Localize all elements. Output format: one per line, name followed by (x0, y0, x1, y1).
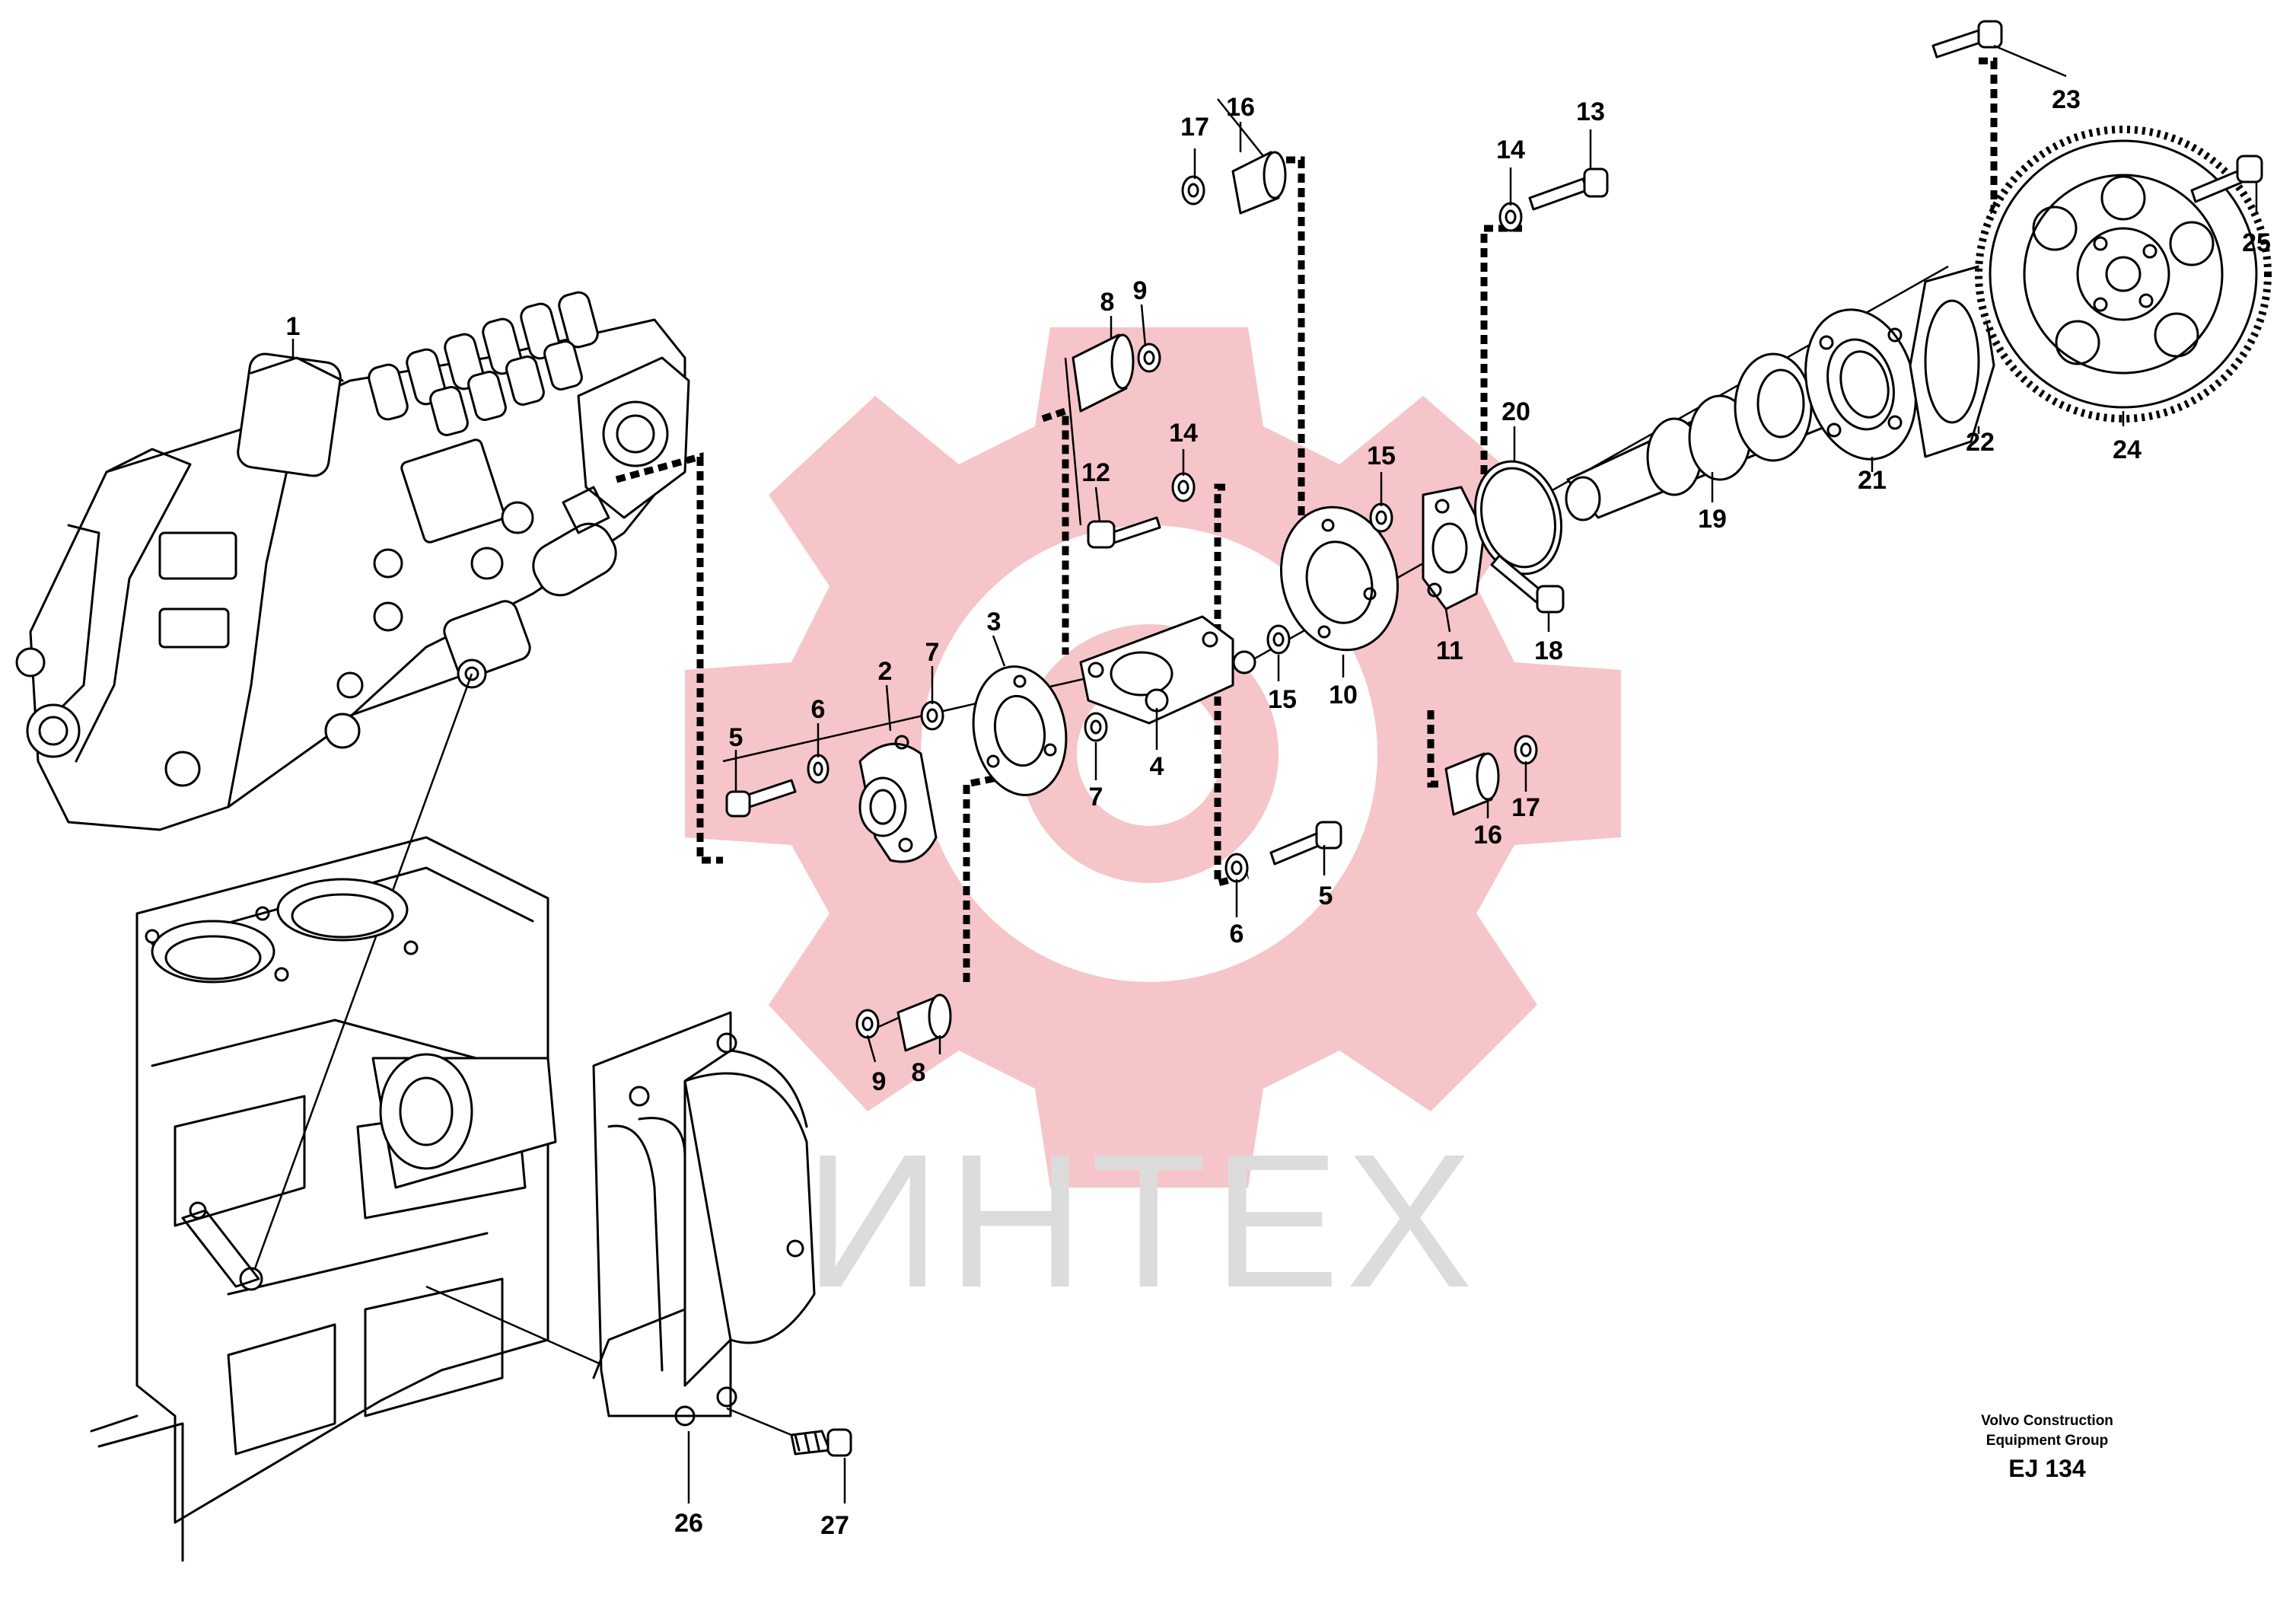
callout-3: 3 (987, 607, 1002, 636)
callout-5: 5 (1319, 882, 1333, 910)
shaft-19 (1565, 352, 1828, 521)
bearing-flange-21 (1804, 308, 1917, 461)
callout-22: 22 (1966, 428, 1995, 457)
callout-13: 13 (1576, 97, 1605, 126)
publisher-line-1: Volvo Construction (1981, 1413, 2113, 1429)
callout-16: 16 (1226, 93, 1255, 122)
callout-1: 1 (286, 312, 301, 341)
gasket-22 (1909, 265, 1995, 458)
callout-9: 9 (1133, 276, 1148, 305)
callout-20: 20 (1501, 397, 1530, 426)
drawing-code: EJ 134 (2008, 1455, 2086, 1482)
callout-6: 6 (1230, 920, 1244, 949)
callout-10: 10 (1329, 681, 1358, 709)
callout-8: 8 (912, 1058, 926, 1087)
callout-5: 5 (729, 723, 744, 752)
callout-21: 21 (1858, 466, 1887, 495)
callout-27: 27 (820, 1511, 849, 1540)
callout-24: 24 (2113, 435, 2142, 464)
callout-6: 6 (811, 695, 826, 724)
callout-2: 2 (878, 657, 893, 686)
drive-flange-2 (858, 735, 938, 863)
callout-7: 7 (1089, 783, 1103, 811)
callout-14: 14 (1169, 419, 1198, 448)
engine-block (90, 836, 557, 1562)
callout-4: 4 (1150, 752, 1164, 781)
callout-25: 25 (2242, 228, 2271, 257)
callout-17: 17 (1511, 793, 1540, 822)
callout-16: 16 (1473, 821, 1502, 850)
plate-10 (1279, 505, 1400, 652)
callout-7: 7 (925, 638, 940, 667)
callout-8: 8 (1100, 288, 1115, 317)
injector-outlets (368, 291, 599, 436)
plate-3 (972, 665, 1068, 796)
callout-26: 26 (674, 1509, 703, 1538)
leader-lines (291, 44, 2258, 1063)
leader-block-to-bracket (425, 1285, 632, 1379)
callout-17: 17 (1180, 113, 1209, 142)
callout-12: 12 (1081, 458, 1110, 487)
callout-11: 11 (1436, 636, 1463, 665)
callout-15: 15 (1268, 685, 1297, 714)
callout-15: 15 (1367, 442, 1396, 470)
callout-labels: 1 2 3 4 5 5 6 6 7 7 8 8 9 9 10 11 12 13 … (286, 85, 2271, 1540)
fuel-injection-pump (15, 291, 690, 831)
flange-11 (1422, 486, 1486, 611)
callout-18: 18 (1534, 636, 1563, 665)
publisher-block: Volvo Construction Equipment Group EJ 13… (1981, 1413, 2113, 1482)
callout-19: 19 (1698, 505, 1727, 534)
callout-9: 9 (872, 1067, 887, 1096)
o-ring-20 (1473, 460, 1563, 576)
callout-14: 14 (1496, 136, 1525, 164)
gear-24 (1975, 126, 2272, 422)
support-bracket (592, 1011, 816, 1427)
publisher-line-2: Equipment Group (1986, 1433, 2108, 1449)
small-hardware (725, 20, 2263, 1052)
leader-pump-to-block (250, 673, 473, 1280)
bolt-27 (790, 1428, 852, 1457)
callout-23: 23 (2052, 85, 2081, 114)
coupling-4 (1079, 615, 1256, 725)
watermark-text: ИНТЕХ (804, 1114, 1479, 1327)
